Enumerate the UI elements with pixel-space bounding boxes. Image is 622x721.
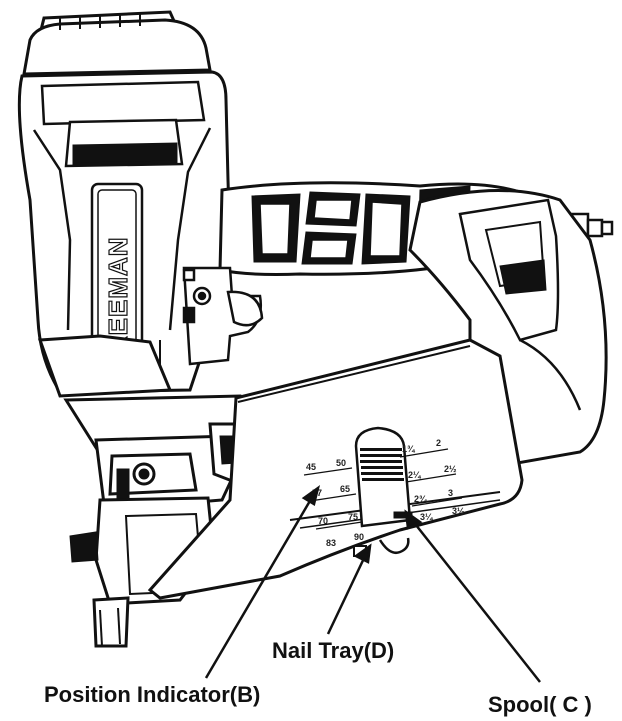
- scale-right-1a: 1¾: [402, 444, 416, 454]
- scale-left-1a: 45: [306, 462, 316, 472]
- scale-left-3a: 70: [318, 516, 328, 526]
- leader-nail-tray: [326, 553, 368, 635]
- scale-right-4a: 3¼: [420, 512, 434, 522]
- scale-right-1b: 2: [436, 438, 441, 448]
- scale-left-4b: 90: [354, 532, 364, 542]
- trigger-assembly: [182, 266, 264, 366]
- leader-spool: [411, 519, 541, 683]
- leader-position-indicator: [204, 493, 316, 679]
- top-cap: [22, 10, 212, 76]
- magazine: [147, 338, 524, 600]
- scale-left-3b: 75: [348, 512, 358, 522]
- label-spool: Spool( C ): [488, 692, 592, 717]
- scale-left-1b: 50: [336, 458, 346, 468]
- scale-right-2b: 2½: [444, 464, 457, 474]
- scale-right-4b: 3½: [452, 506, 465, 516]
- leader-lines: [204, 485, 541, 683]
- scale-right-3b: 3: [448, 488, 453, 498]
- spool-slider: [354, 426, 413, 528]
- label-nail-tray: Nail Tray(D): [272, 638, 394, 663]
- scale-right: 1¾ 2 2¼ 2½ 2¾ 3 3¼ 3½: [399, 438, 465, 522]
- scale-right-3a: 2¾: [414, 494, 428, 504]
- motor-housing: [17, 70, 230, 394]
- scale-right-2a: 2¼: [408, 470, 422, 480]
- scale-left-4a: 83: [326, 538, 336, 548]
- canister-cover: [408, 188, 608, 468]
- scale-left-2b: 65: [340, 484, 350, 494]
- label-position-indicator: Position Indicator(B): [44, 682, 260, 707]
